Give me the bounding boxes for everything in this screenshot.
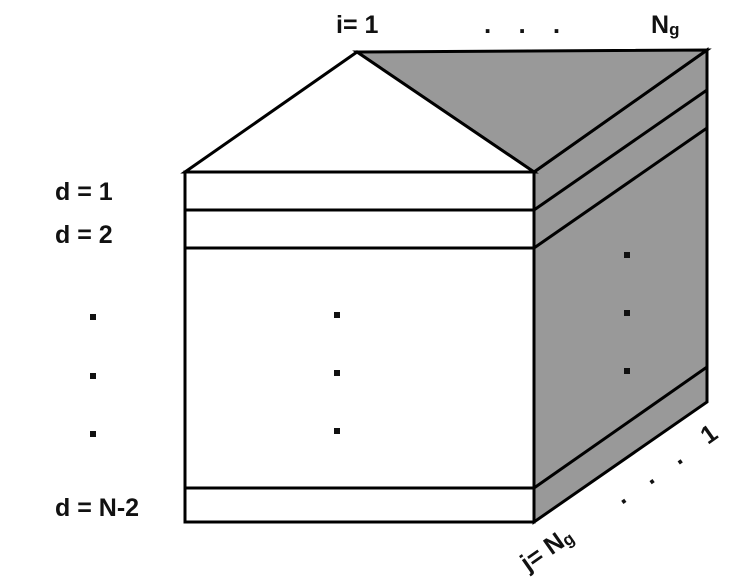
front-dot-2 [334, 370, 340, 376]
left-dot-2 [90, 373, 96, 379]
left-dot-1 [90, 314, 96, 320]
top-end-label: Ng [651, 11, 679, 39]
top-end-label-main: N [651, 11, 669, 39]
label-dlast: d = N-2 [55, 494, 139, 522]
top-ellipsis: . . . [484, 9, 570, 39]
top-start-label: i= 1 [336, 11, 378, 39]
label-d1: d = 1 [55, 178, 113, 206]
front-face [183, 170, 536, 524]
side-layer-line-1 [533, 88, 708, 212]
depth-start-label: 1 [695, 419, 723, 450]
side-layer-line-2 [533, 126, 708, 250]
side-dot-2 [624, 310, 630, 316]
depth-end-label: j= Ng [515, 521, 579, 577]
label-d2: d = 2 [55, 221, 113, 249]
side-layer-line-last [533, 365, 708, 490]
left-dot-3 [90, 431, 96, 437]
side-dot-1 [624, 252, 630, 258]
side-dot-3 [624, 368, 630, 374]
front-dot-3 [334, 428, 340, 434]
front-dot-1 [334, 312, 340, 318]
top-end-label-sub: g [669, 20, 679, 39]
